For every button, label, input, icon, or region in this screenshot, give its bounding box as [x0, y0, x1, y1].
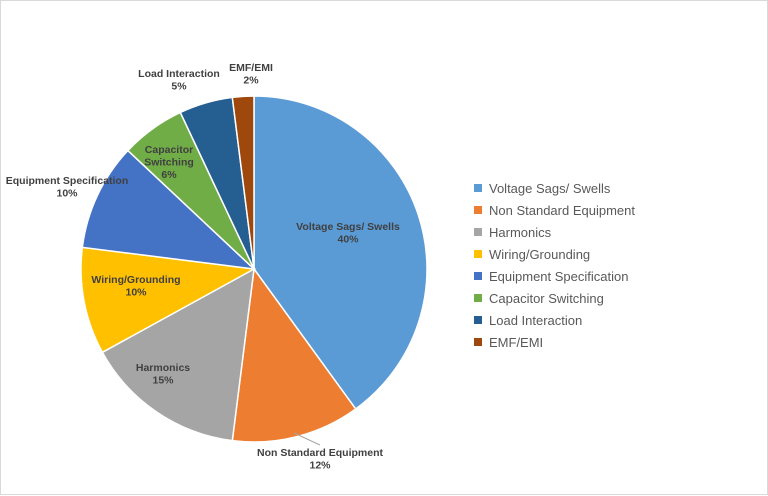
- legend-item-wiring-grounding: Wiring/Grounding: [474, 243, 635, 265]
- legend-item-harmonics: Harmonics: [474, 221, 635, 243]
- leader-lines: [293, 432, 321, 446]
- legend-label: Equipment Specification: [489, 268, 629, 284]
- legend-label: Wiring/Grounding: [489, 246, 591, 262]
- data-label-text: Wiring/Grounding: [91, 274, 180, 286]
- pie-slice-harmonics: [101, 267, 255, 442]
- legend-label: Harmonics: [489, 224, 552, 240]
- pie-slice-non-standard-equipment: [231, 267, 357, 443]
- data-label-text: Non Standard Equipment: [257, 447, 384, 459]
- legend-label: Capacitor Switching: [489, 290, 604, 306]
- legend-swatch: [474, 294, 482, 302]
- data-label-percent: 10%: [125, 287, 147, 299]
- data-label-percent: 40%: [337, 234, 359, 246]
- legend-swatch: [474, 228, 482, 236]
- legend-label: Load Interaction: [489, 312, 583, 328]
- legend-item-load-interaction: Load Interaction: [474, 309, 635, 331]
- data-label-percent: 15%: [152, 375, 174, 387]
- data-label-text: Harmonics: [136, 362, 190, 374]
- pie-slice-equipment-specification: [81, 149, 257, 271]
- data-label-percent: 5%: [171, 81, 187, 93]
- pie-slice-wiring-grounding: [80, 246, 257, 354]
- data-label-text: EMF/EMI: [229, 62, 273, 74]
- data-label-text: Capacitor: [145, 144, 193, 156]
- data-label-percent: 2%: [243, 75, 259, 87]
- legend-swatch: [474, 184, 482, 192]
- legend-item-equipment-specification: Equipment Specification: [474, 265, 635, 287]
- data-label-percent: 10%: [56, 188, 78, 200]
- legend-item-non-standard-equipment: Non Standard Equipment: [474, 199, 635, 221]
- legend-label: EMF/EMI: [489, 334, 544, 350]
- pie-slices: [80, 95, 428, 443]
- legend-label: Voltage Sags/ Swells: [489, 180, 611, 196]
- legend-item-capacitor-switching: Capacitor Switching: [474, 287, 635, 309]
- data-label-text: Equipment Specification: [6, 175, 129, 187]
- legend-label: Non Standard Equipment: [489, 202, 635, 218]
- legend-swatch: [474, 272, 482, 280]
- data-label-percent: 6%: [161, 169, 177, 181]
- legend-item-emf-emi: EMF/EMI: [474, 331, 635, 353]
- data-label-percent: 12%: [309, 460, 331, 472]
- pie-slice-voltage-sags-swells: [253, 95, 428, 411]
- data-label-text: Voltage Sags/ Swells: [296, 221, 400, 233]
- pie-slice-emf-emi: [231, 95, 255, 270]
- data-label-text: Load Interaction: [138, 68, 220, 80]
- legend-swatch: [474, 338, 482, 346]
- legend-swatch: [474, 316, 482, 324]
- legend-swatch: [474, 250, 482, 258]
- legend-swatch: [474, 206, 482, 214]
- leader-line-non-standard-equipment: [293, 432, 321, 446]
- legend-item-voltage-sags-swells: Voltage Sags/ Swells: [474, 177, 635, 199]
- data-label-text: Switching: [144, 157, 194, 169]
